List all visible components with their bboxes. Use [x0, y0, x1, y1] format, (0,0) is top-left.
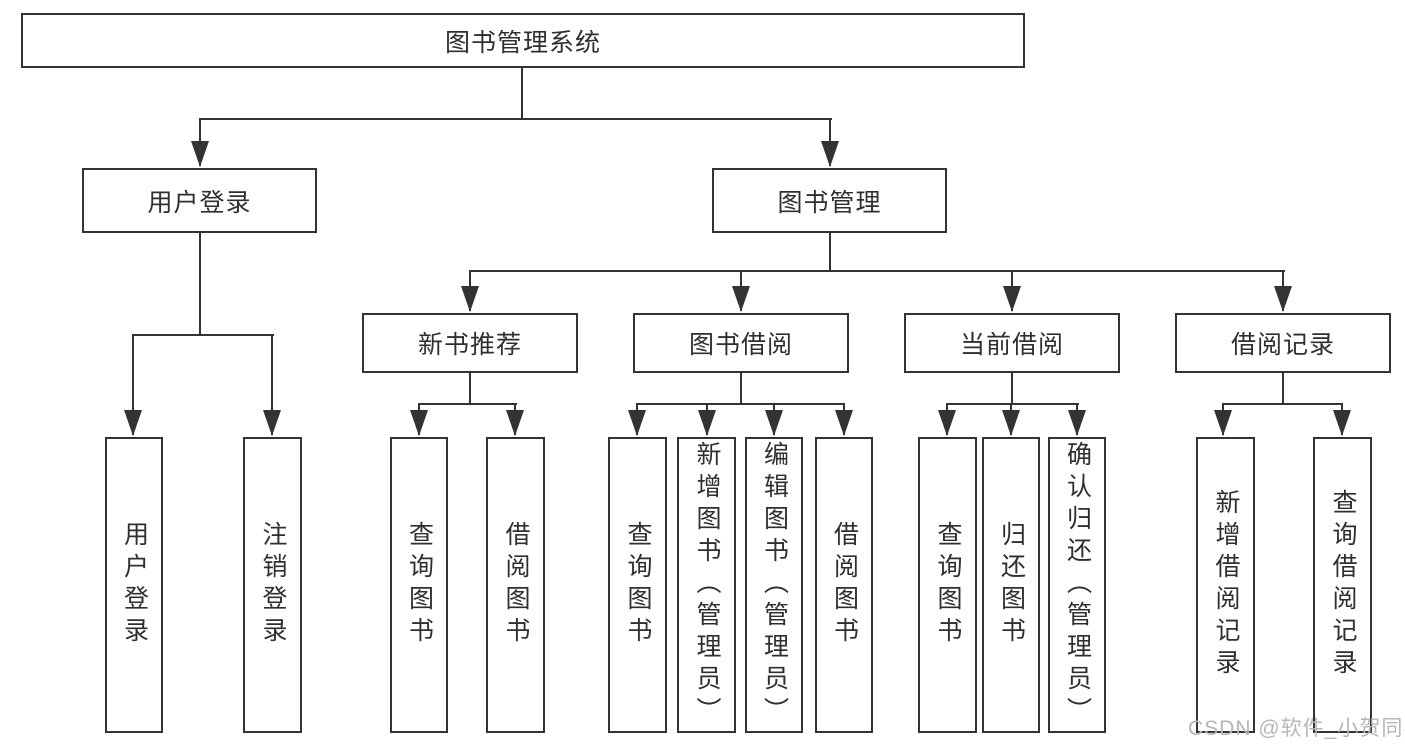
leaf-logout: 注销登录: [243, 437, 302, 733]
leaf-add-book-admin: 新增图书（管理员）: [677, 437, 736, 733]
leaf-query-books-borrowing: 查询图书: [608, 437, 667, 733]
leaf-query-books-newrec-label: 查询图书: [405, 521, 434, 649]
arrowhead-down-icon: [124, 410, 142, 436]
leaf-user-login-label: 用户登录: [120, 521, 149, 649]
arrowhead-down-icon: [835, 410, 853, 436]
leaf-return-book: 归还图书: [982, 437, 1040, 733]
leaf-query-borrow-record: 查询借阅记录: [1313, 437, 1372, 733]
leaf-confirm-return-admin: 确认归还（管理员）: [1048, 437, 1106, 733]
connector-line: [829, 233, 831, 271]
leaf-add-book-admin-label: 新增图书（管理员）: [693, 441, 721, 729]
leaf-logout-label: 注销登录: [259, 521, 287, 649]
arrowhead-down-icon: [1333, 410, 1351, 436]
node-book-borrowing: 图书借阅: [633, 313, 849, 373]
leaf-borrow-books-borrowing: 借阅图书: [815, 437, 873, 733]
arrowhead-down-icon: [410, 410, 428, 436]
node-user-login: 用户登录: [82, 168, 317, 233]
leaf-edit-book-admin-label: 编辑图书（管理员）: [760, 441, 789, 729]
arrowhead-down-icon: [821, 141, 839, 167]
arrowhead-down-icon: [938, 410, 956, 436]
connector-line: [1011, 373, 1013, 404]
connector-line: [469, 270, 1285, 272]
arrowhead-down-icon: [1274, 286, 1292, 312]
connector-line: [132, 334, 134, 435]
arrowhead-down-icon: [1003, 286, 1021, 312]
leaf-query-borrow-record-label: 查询借阅记录: [1329, 489, 1357, 681]
node-current-borrowing: 当前借阅: [904, 313, 1120, 373]
node-borrow-records-label: 借阅记录: [1230, 331, 1335, 359]
leaf-edit-book-admin: 编辑图书（管理员）: [745, 437, 803, 733]
connector-line: [1222, 403, 1343, 405]
connector-line: [199, 118, 832, 120]
node-book-borrowing-label: 图书借阅: [688, 331, 793, 359]
leaf-query-books-borrowing-label: 查询图书: [624, 521, 652, 649]
arrowhead-down-icon: [1214, 410, 1232, 436]
arrowhead-down-icon: [628, 410, 646, 436]
connector-line: [132, 334, 274, 336]
connector-line: [469, 373, 471, 404]
node-new-book-recommend: 新书推荐: [362, 313, 578, 373]
leaf-confirm-return-admin-label: 确认归还（管理员）: [1063, 441, 1092, 729]
leaf-add-borrow-record-label: 新增借阅记录: [1212, 489, 1240, 681]
connector-line: [199, 233, 201, 335]
leaf-query-books-current-label: 查询图书: [934, 521, 962, 649]
node-new-book-recommend-label: 新书推荐: [417, 331, 522, 359]
node-root: 图书管理系统: [21, 13, 1025, 68]
leaf-borrow-books-newrec-label: 借阅图书: [502, 521, 530, 649]
connector-line: [418, 403, 517, 405]
leaf-borrow-books-newrec: 借阅图书: [486, 437, 545, 733]
arrowhead-down-icon: [698, 410, 716, 436]
leaf-user-login: 用户登录: [105, 437, 163, 733]
arrowhead-down-icon: [506, 410, 524, 436]
connector-line: [1282, 373, 1284, 404]
arrowhead-down-icon: [191, 141, 209, 167]
leaf-add-borrow-record: 新增借阅记录: [1196, 437, 1255, 733]
node-borrow-records: 借阅记录: [1175, 313, 1391, 373]
watermark: CSDN @软件_小贺同学: [1188, 717, 1405, 740]
node-book-management-label: 图书管理: [777, 188, 882, 217]
node-book-management: 图书管理: [712, 168, 947, 233]
connector-line: [271, 334, 273, 435]
leaf-borrow-books-borrowing-label: 借阅图书: [830, 521, 859, 649]
connector-line: [521, 68, 523, 120]
arrowhead-down-icon: [461, 286, 479, 312]
connector-line: [636, 403, 845, 405]
arrowhead-down-icon: [732, 286, 750, 312]
connector-line: [946, 403, 1079, 405]
leaf-query-books-current: 查询图书: [918, 437, 977, 733]
arrowhead-down-icon: [765, 410, 783, 436]
node-current-borrowing-label: 当前借阅: [959, 331, 1064, 359]
node-user-login-label: 用户登录: [147, 188, 252, 217]
arrowhead-down-icon: [1002, 410, 1020, 436]
node-root-label: 图书管理系统: [444, 28, 601, 57]
arrowhead-down-icon: [263, 410, 281, 436]
arrowhead-down-icon: [1068, 410, 1086, 436]
leaf-query-books-newrec: 查询图书: [390, 437, 448, 733]
leaf-return-book-label: 归还图书: [997, 521, 1026, 649]
connector-line: [740, 373, 742, 404]
